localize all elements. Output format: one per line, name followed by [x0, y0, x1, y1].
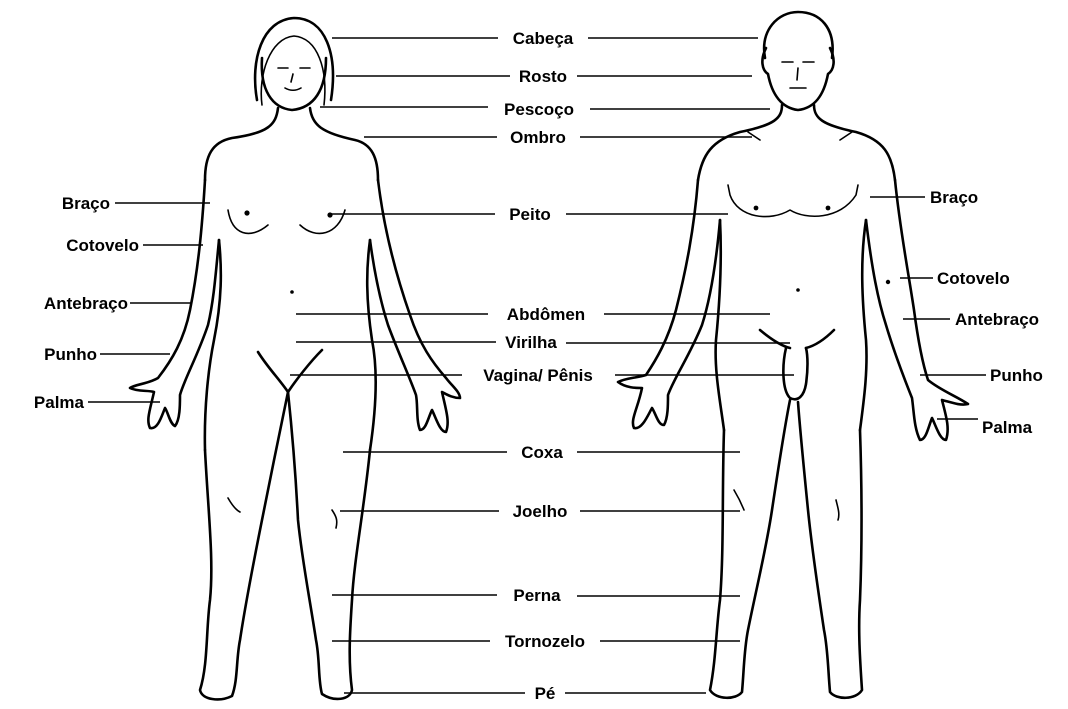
female-right-leg: [288, 392, 370, 699]
label-right-elbow: Cotovelo: [937, 269, 1010, 288]
male-left-leg: [710, 400, 790, 698]
label-head: Cabeça: [513, 29, 574, 48]
label-right-arm: Braço: [930, 188, 978, 207]
label-knee: Joelho: [513, 502, 568, 521]
male-right-arm: [866, 180, 968, 440]
label-ankle: Tornozelo: [505, 632, 585, 651]
label-neck: Pescoço: [504, 100, 574, 119]
label-thigh: Coxa: [521, 443, 563, 462]
label-chest: Peito: [509, 205, 551, 224]
label-left-wrist: Punho: [44, 345, 97, 364]
female-groin: [258, 350, 322, 392]
female-left-leg: [200, 392, 288, 699]
female-right-arm: [370, 180, 460, 432]
label-abdomen: Abdômen: [507, 305, 585, 324]
label-right-palm: Palma: [982, 418, 1033, 437]
label-foot: Pé: [535, 684, 556, 703]
label-groin: Virilha: [505, 333, 557, 352]
female-torso: [205, 240, 221, 450]
male-right-leg: [798, 402, 862, 698]
female-face: [262, 58, 326, 110]
label-genitals: Vagina/ Pênis: [483, 366, 593, 385]
label-left-forearm: Antebraço: [44, 294, 128, 313]
male-neck: [698, 105, 782, 180]
label-shoulder: Ombro: [510, 128, 566, 147]
label-right-wrist: Punho: [990, 366, 1043, 385]
label-leg: Perna: [513, 586, 561, 605]
label-left-palm: Palma: [34, 393, 85, 412]
male-figure: [618, 12, 968, 698]
label-right-forearm: Antebraço: [955, 310, 1039, 329]
male-face: [762, 48, 833, 110]
male-left-arm: [618, 180, 720, 428]
labels: Cabeça Rosto Pescoço Ombro Peito Abdômen…: [34, 29, 1043, 703]
male-chest: [728, 185, 858, 217]
label-left-arm: Braço: [62, 194, 110, 213]
male-hair: [764, 12, 832, 58]
male-genitals: [783, 348, 807, 399]
label-left-elbow: Cotovelo: [66, 236, 139, 255]
male-groin: [760, 330, 834, 348]
label-face: Rosto: [519, 67, 567, 86]
female-neck: [205, 108, 278, 180]
female-figure: [130, 18, 460, 699]
